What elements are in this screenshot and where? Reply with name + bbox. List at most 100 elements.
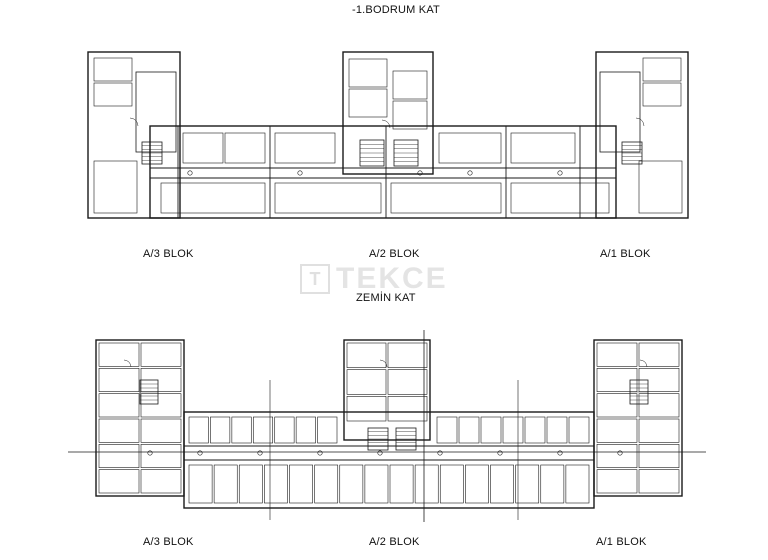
apartment-room [274,416,295,444]
apartment-room [515,464,540,504]
a1-wing-outline [595,51,689,219]
apartment-room [346,369,387,395]
room [392,100,428,130]
apartment-room [596,418,638,443]
room [638,160,683,214]
column-marker [197,450,203,456]
apartment-room [317,416,338,444]
apartment-room [98,469,140,494]
apartment-room [264,464,288,504]
apartment-room [596,393,638,418]
room [510,182,610,214]
apartment-room [98,444,140,468]
room [274,182,382,214]
apartment-room [596,444,638,468]
room [438,132,502,164]
apartment-room [140,418,182,443]
apartment-room [465,464,489,504]
room [160,182,266,214]
column-marker [187,170,193,176]
apartment-room [295,416,316,444]
apartment-room [238,464,263,504]
apartment-room [458,416,480,444]
room [182,132,224,164]
apartment-room [98,342,140,367]
apartment-room [480,416,502,444]
apartment-room [414,464,439,504]
apartment-room [387,396,428,422]
apartment-room [346,342,387,368]
room [93,57,133,82]
apartment-room [339,464,364,504]
watermark-text: TEKCE [336,262,448,295]
ground-floor-plan [68,330,706,522]
room [274,132,336,164]
column-marker [377,450,383,456]
room [390,182,502,214]
apartment-room [314,464,339,504]
basement-block-label-a3: A/3 BLOK [143,248,194,260]
column-marker [467,170,473,176]
door-swing [639,359,648,368]
column-marker [417,170,423,176]
room [599,71,641,153]
apartment-room [346,396,387,422]
a3-wing-outline [87,51,181,219]
watermark-icon: T [300,264,330,294]
door-swing [123,359,132,368]
door-swing [635,117,645,127]
door-swing [381,119,391,129]
apartment-room [540,464,565,504]
ground-block-label-a2: A/2 BLOK [369,536,420,548]
apartment-room [98,368,140,392]
basement-floor-plan [87,51,689,219]
room [510,132,576,164]
apartment-room [439,464,464,504]
column-marker [557,450,563,456]
a2-wing-outline [342,51,434,175]
apartment-room [638,342,680,367]
a3-ground-wing-outline [95,339,185,497]
apartment-room [490,464,514,504]
basement-corridor-band [149,125,617,219]
column-marker [497,450,503,456]
room [93,82,133,107]
door-swing [379,359,388,368]
apartment-room [188,416,209,444]
apartment-room [252,416,274,444]
room [392,70,428,100]
apartment-room [524,416,546,444]
room [348,88,388,118]
apartment-room [638,393,680,418]
apartment-room [231,416,252,444]
apartment-room [98,393,140,418]
room [642,82,682,107]
basement-title: -1.BODRUM KAT [352,4,440,16]
column-marker [257,450,263,456]
apartment-room [638,469,680,494]
column-marker [617,450,623,456]
apartment-room [140,469,182,494]
apartment-room [289,464,313,504]
apartment-room [140,444,182,468]
column-marker [437,450,443,456]
apartment-room [436,416,458,444]
ground-block-label-a1: A/1 BLOK [596,536,647,548]
room [135,71,177,153]
apartment-room [596,342,638,367]
apartment-room [140,393,182,418]
column-marker [557,170,563,176]
door-swing [129,117,139,127]
apartment-room [546,416,568,444]
apartment-room [98,418,140,443]
apartment-room [364,464,389,504]
apartment-room [502,416,524,444]
watermark-logo: T TEKCE [300,262,470,296]
a1-ground-wing-outline [593,339,683,497]
apartment-room [596,469,638,494]
ground-title: ZEMİN KAT [356,292,416,304]
column-marker [297,170,303,176]
basement-block-label-a1: A/1 BLOK [600,248,651,260]
room [642,57,682,82]
